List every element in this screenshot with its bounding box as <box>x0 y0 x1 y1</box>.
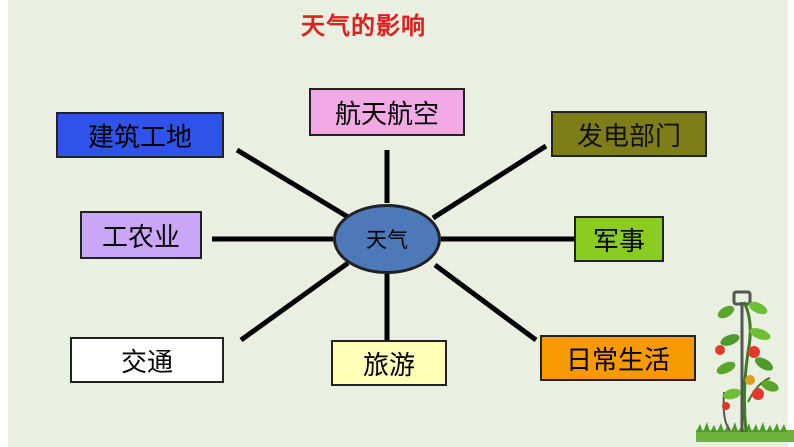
line-daily-life <box>433 262 538 343</box>
node-daily-life: 日常生活 <box>540 335 696 381</box>
connector-lines <box>212 143 574 343</box>
node-construction: 建筑工地 <box>56 112 224 158</box>
line-power <box>431 143 548 221</box>
line-transport <box>239 260 350 343</box>
node-military: 军事 <box>574 216 664 262</box>
node-power: 发电部门 <box>551 111 707 157</box>
node-transport: 交通 <box>70 337 224 383</box>
line-construction <box>235 147 350 220</box>
page-title: 天气的影响 <box>301 12 426 40</box>
plant-illustration <box>696 290 794 442</box>
node-tourism: 旅游 <box>331 340 447 386</box>
node-aviation: 航天航空 <box>309 88 465 136</box>
node-agriculture: 工农业 <box>80 211 202 259</box>
center-node-weather: 天气 <box>333 204 441 274</box>
